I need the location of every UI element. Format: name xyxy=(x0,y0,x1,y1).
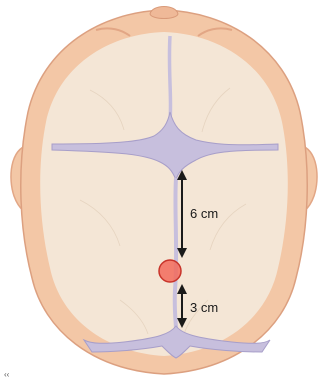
sagittal-suture xyxy=(175,178,176,330)
nose-hint xyxy=(150,7,178,19)
upper-measurement-label: 6 cm xyxy=(190,206,218,221)
corner-mark: ‹‹ xyxy=(4,370,9,379)
metopic-suture xyxy=(169,36,170,120)
landmark-circle xyxy=(159,260,181,282)
scalp-area xyxy=(40,32,288,356)
lower-measurement-label: 3 cm xyxy=(190,300,218,315)
